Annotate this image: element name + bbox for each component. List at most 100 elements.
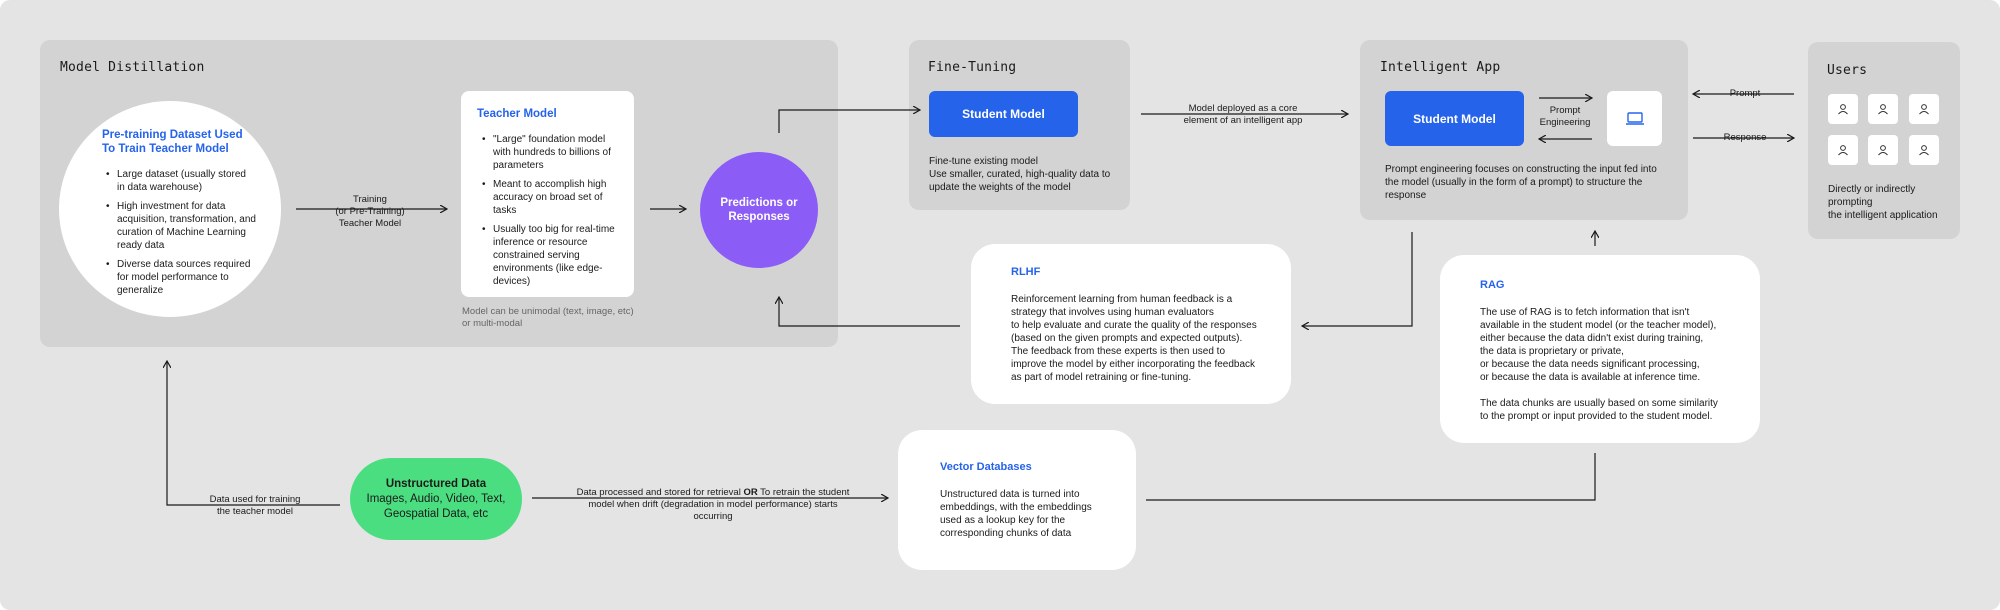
rlhf-text: Reinforcement learning from human feedba… xyxy=(1011,293,1257,384)
vector-db-line: Unstructured data is turned into xyxy=(940,489,1080,500)
rag-line: The data chunks are usually based on som… xyxy=(1480,398,1718,409)
teacher-model-title: Teacher Model xyxy=(477,108,557,120)
rlhf-title: RLHF xyxy=(1011,266,1041,278)
app-student-model: Student Model xyxy=(1385,91,1524,146)
processed-part: Data processed and stored for retrieval xyxy=(576,487,744,498)
rag-line: the data is proprietary or private, xyxy=(1480,346,1624,357)
teacher-bullet: Usually too big for real-time inference … xyxy=(482,223,620,288)
vector-databases-title: Vector Databases xyxy=(940,461,1032,473)
fine-tuning-description: Fine-tune existing model Use smaller, cu… xyxy=(929,155,1110,194)
unstructured-data-line3: Geospatial Data, etc xyxy=(383,507,489,520)
dataset-title-line1: Pre-training Dataset Used xyxy=(102,129,243,141)
teacher-bullets: "Large" foundation model with hundreds t… xyxy=(482,133,620,294)
processed-line2: model when drift (degradation in model p… xyxy=(588,499,838,522)
dataset-bullet: Large dataset (usually stored in data wa… xyxy=(106,168,256,194)
rlhf-line: strategy that involves using human evalu… xyxy=(1011,307,1214,318)
vector-databases-text: Unstructured data is turned into embeddi… xyxy=(940,488,1092,540)
predictions-circle: Predictions or Responses xyxy=(700,152,818,268)
app-desc-line: response xyxy=(1385,190,1427,201)
dataset-title-line2: To Train Teacher Model xyxy=(102,143,229,155)
prompt-engineering-label: Prompt Engineering xyxy=(1534,105,1596,129)
training-label-line: Teacher Model xyxy=(338,218,402,229)
vector-db-line: embeddings, with the embeddings xyxy=(940,502,1092,513)
user-icon xyxy=(1878,104,1888,115)
unstructured-data-pill: Unstructured Data Images, Audio, Video, … xyxy=(350,458,522,540)
user-icon xyxy=(1838,145,1848,156)
user-tile xyxy=(1868,135,1898,165)
processed-line1: Data processed and stored for retrieval … xyxy=(568,487,858,499)
prompt-eng-line: Engineering xyxy=(1539,117,1591,128)
unstructured-data-title: Unstructured Data xyxy=(385,477,487,490)
vector-databases-card xyxy=(898,430,1136,570)
user-tile xyxy=(1828,94,1858,124)
vector-db-line: corresponding chunks of data xyxy=(940,528,1072,539)
arrow-app-to-rlhf xyxy=(1302,232,1413,326)
rlhf-line: to help evaluate and curate the quality … xyxy=(1011,320,1257,331)
arrow-unstructured-to-dataset xyxy=(167,361,340,506)
training-label-line: (or Pre-Training) xyxy=(335,206,405,217)
training-label: Training (or Pre-Training) Teacher Model xyxy=(318,194,422,230)
user-icon xyxy=(1838,104,1848,115)
dataset-bullet: High investment for data acquisition, tr… xyxy=(106,200,256,252)
rag-line: either because the data didn't exist dur… xyxy=(1480,333,1704,344)
pretraining-dataset-title: Pre-training Dataset Used To Train Teach… xyxy=(102,128,243,156)
dataset-bullet: Diverse data sources required for model … xyxy=(106,258,256,297)
rag-line: available in the student model (or the t… xyxy=(1480,320,1717,331)
prompt-eng-line: Prompt xyxy=(1549,105,1581,116)
fine-tuning-desc-line: Use smaller, curated, high-quality data … xyxy=(929,169,1111,180)
arrow-predictions-to-finetune xyxy=(778,110,920,133)
processed-part: To retrain the student xyxy=(757,487,850,498)
app-desc-line: the model (usually in the form of a prom… xyxy=(1385,177,1643,188)
user-tile xyxy=(1909,94,1939,124)
users-desc-line: Directly or indirectly xyxy=(1828,184,1916,195)
deploy-label-line: element of an intelligent app xyxy=(1183,115,1303,126)
teacher-bullet: "Large" foundation model with hundreds t… xyxy=(482,133,620,172)
intelligent-app-title: Intelligent App xyxy=(1380,60,1501,75)
training-label-line: Training xyxy=(353,194,387,205)
deploy-label: Model deployed as a core element of an i… xyxy=(1180,103,1306,127)
deploy-label-line: Model deployed as a core xyxy=(1188,103,1298,114)
rag-line: or because the data needs significant pr… xyxy=(1480,359,1700,370)
rlhf-line: Reinforcement learning from human feedba… xyxy=(1011,294,1233,305)
user-tile xyxy=(1868,94,1898,124)
dataset-bullets: Large dataset (usually stored in data wa… xyxy=(106,168,256,303)
arrow-rlhf-to-predictions xyxy=(779,297,960,327)
vector-db-line: used as a lookup key for the xyxy=(940,515,1066,526)
user-icon xyxy=(1919,145,1929,156)
line-vectordb-to-rag xyxy=(1146,453,1596,501)
rag-card xyxy=(1440,255,1760,443)
fine-tuning-desc-line: Fine-tune existing model xyxy=(929,156,1038,167)
teacher-modality-note: Model can be unimodal (text, image, etc)… xyxy=(462,306,634,330)
teacher-note-line: or multi-modal xyxy=(462,318,523,329)
teacher-bullet: Meant to accomplish high accuracy on bro… xyxy=(482,178,620,217)
rlhf-line: (based on the given prompts and expected… xyxy=(1011,333,1243,344)
user-icon xyxy=(1878,145,1888,156)
rlhf-line: The feedback from these experts is then … xyxy=(1011,346,1226,357)
processed-or: OR xyxy=(743,487,758,498)
rag-text: The use of RAG is to fetch information t… xyxy=(1480,306,1718,423)
rag-title: RAG xyxy=(1480,279,1505,291)
fine-tuning-student-model: Student Model xyxy=(929,91,1078,137)
rlhf-line: improve the model by either incorporatin… xyxy=(1011,359,1256,370)
processed-label: Data processed and stored for retrieval … xyxy=(568,487,858,523)
training-data-line: Data used for training xyxy=(209,494,301,505)
user-tile xyxy=(1828,135,1858,165)
users-description: Directly or indirectly prompting the int… xyxy=(1828,183,1938,222)
unstructured-data-line2: Images, Audio, Video, Text, xyxy=(366,492,506,505)
rag-line: to the prompt or input provided to the s… xyxy=(1480,411,1713,422)
fine-tuning-title: Fine-Tuning xyxy=(928,60,1017,75)
users-desc-line: prompting xyxy=(1828,197,1873,208)
users-title: Users xyxy=(1827,63,1868,78)
model-distillation-title: Model Distillation xyxy=(60,60,205,75)
intelligent-app-description: Prompt engineering focuses on constructi… xyxy=(1385,163,1657,202)
laptop-icon xyxy=(1625,111,1644,125)
training-data-line: the teacher model xyxy=(216,506,294,517)
users-desc-line: the intelligent application xyxy=(1828,210,1938,221)
rlhf-line: as part of model retraining or fine-tuni… xyxy=(1011,372,1192,383)
teacher-note-line: Model can be unimodal (text, image, etc) xyxy=(462,306,634,317)
training-data-label: Data used for training the teacher model xyxy=(200,494,310,518)
rlhf-card xyxy=(971,244,1291,404)
rag-line: The use of RAG is to fetch information t… xyxy=(1480,307,1690,318)
app-device-tile xyxy=(1607,91,1662,146)
